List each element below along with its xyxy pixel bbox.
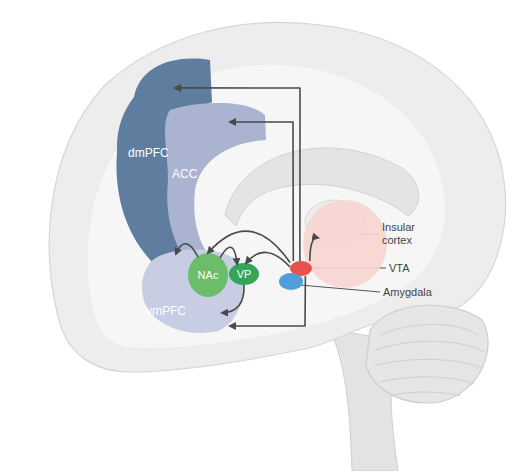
region-fill [142, 250, 244, 333]
region-vp: VP [229, 263, 259, 285]
region-amygdala: Amygdala [279, 273, 303, 290]
region-shape [279, 273, 303, 290]
region-label: Insular cortex [382, 221, 434, 247]
region-label: VTA [389, 262, 410, 275]
region-label: Amygdala [383, 286, 432, 299]
region-label: dmPFC [128, 147, 169, 160]
region-insular-cortex: Insular cortex [303, 200, 387, 288]
projection-arrow [246, 252, 290, 267]
region-shape [150, 100, 268, 260]
region-vmpfc: vmPFC [138, 246, 248, 336]
cerebellum-folia [374, 324, 484, 396]
region-shape [303, 200, 387, 288]
region-fill [279, 273, 303, 290]
region-fill [165, 103, 266, 260]
region-fill [188, 253, 228, 297]
region-label: vmPFC [146, 305, 186, 318]
region-shape [138, 246, 248, 336]
region-label: NAc [188, 253, 228, 297]
region-fill [303, 200, 387, 288]
region-label: ACC [172, 168, 197, 181]
region-fill [229, 263, 259, 285]
region-label: VP [229, 263, 259, 285]
region-nac: NAc [188, 253, 228, 297]
region-acc: ACC [150, 100, 268, 260]
cerebellum [366, 305, 488, 403]
